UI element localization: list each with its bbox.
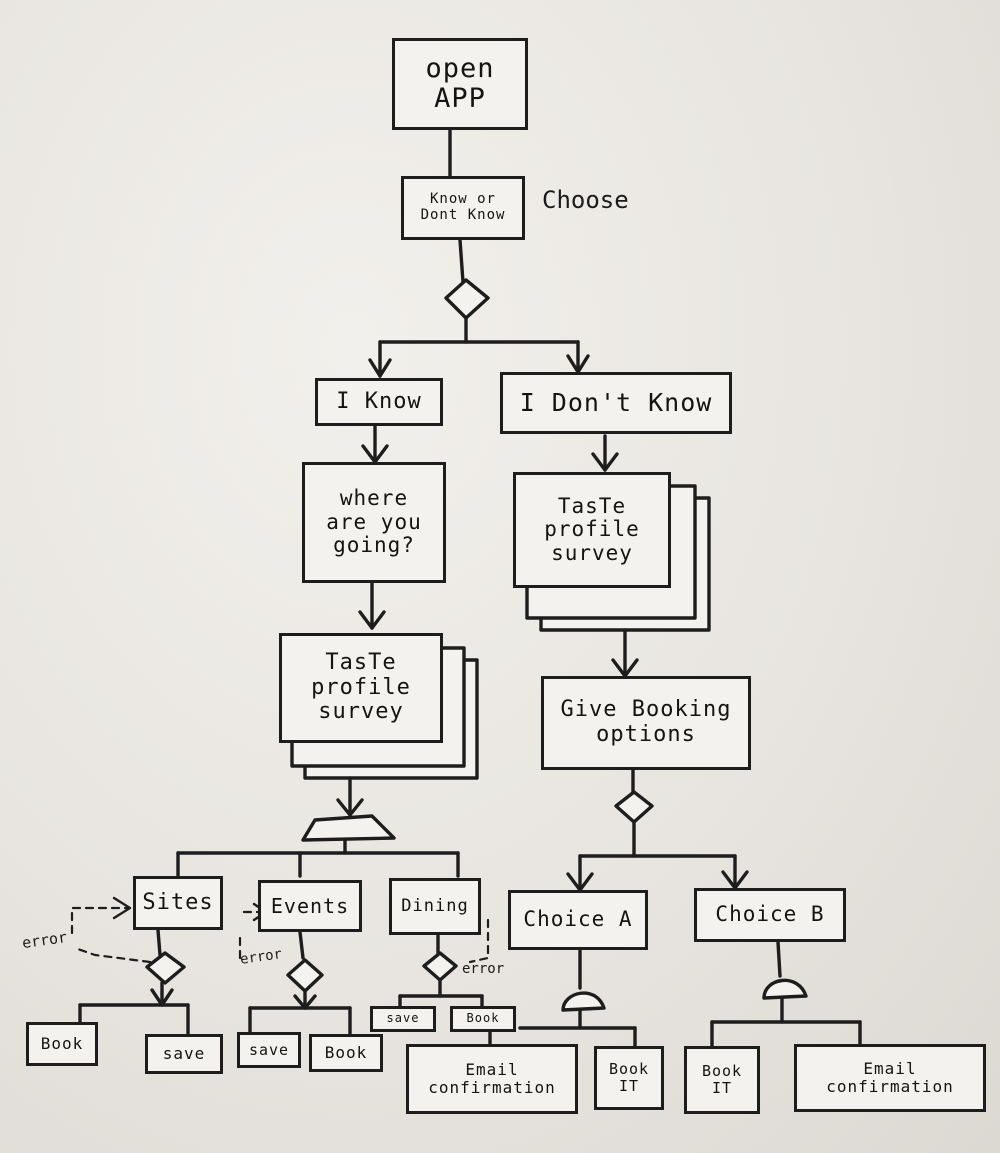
decision-diamond-top (444, 278, 490, 320)
dining-node: Dining (389, 878, 481, 935)
sites-save-node: save (145, 1034, 223, 1074)
i-dont-know-node: I Don't Know (500, 372, 732, 434)
book-it-a-node: Book IT (594, 1046, 664, 1110)
book-it-b-node: Book IT (684, 1046, 760, 1114)
email-confirmation-b-node: Email confirmation (794, 1044, 986, 1112)
where-are-you-going-node: where are you going? (302, 462, 446, 583)
and-gate-choice-b (762, 978, 808, 1000)
decision-diamond-booking (614, 790, 654, 824)
email-confirmation-a-node: Email confirmation (406, 1044, 578, 1114)
choice-a-node: Choice A (508, 890, 648, 950)
events-book-node: Book (309, 1034, 383, 1072)
choice-b-node: Choice B (694, 888, 846, 942)
decision-diamond-events (286, 958, 324, 993)
dining-book-node: Book (450, 1006, 516, 1032)
i-know-node: I Know (315, 378, 443, 426)
error-annotation-dining: error (462, 961, 505, 977)
sites-book-node: Book (26, 1022, 98, 1066)
merge-gate-left (301, 814, 396, 842)
taste-profile-survey-left: TasTe profile survey (279, 633, 443, 743)
decision-diamond-sites (145, 951, 186, 985)
dining-save-node: save (370, 1006, 436, 1032)
give-booking-options-node: Give Booking options (541, 676, 751, 770)
events-node: Events (258, 880, 362, 932)
taste-profile-survey-right: TasTe profile survey (513, 472, 671, 588)
sites-node: Sites (133, 876, 223, 930)
events-save-node: save (237, 1032, 301, 1068)
decision-diamond-dining (422, 951, 458, 982)
know-or-dont-know-node: Know or Dont Know (401, 176, 525, 240)
and-gate-choice-a (561, 991, 606, 1012)
choose-annotation: Choose (542, 186, 629, 214)
open-app-node: open APP (392, 38, 528, 130)
